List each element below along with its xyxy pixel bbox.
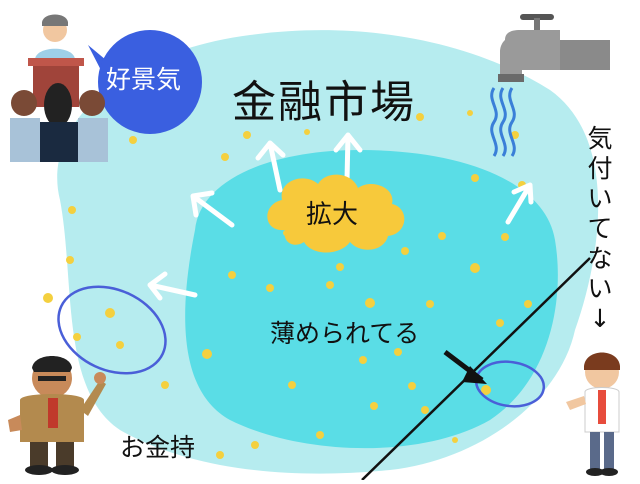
coin-dots: [43, 110, 532, 459]
cloud-label: 拡大: [306, 200, 359, 230]
vertical-note: 気 付 い て な い ↓: [585, 124, 615, 334]
water-stream-icon: [490, 87, 516, 157]
money-loop-left: [57, 285, 167, 375]
businessman-icon: [566, 352, 620, 476]
vertical-char: て: [587, 214, 613, 243]
audience-icon: [10, 83, 108, 162]
vertical-char: い: [587, 274, 613, 303]
vertical-char: い: [587, 184, 613, 213]
faucet-icon: [498, 14, 610, 82]
expansion-cloud: [267, 174, 405, 253]
speech-bubble: [88, 30, 202, 134]
speech-bubble-text: 好景気: [106, 65, 182, 94]
diluted-label: 薄められてる: [270, 319, 420, 348]
arrow-left-upper: [190, 190, 235, 228]
arrow-up-left: [255, 140, 286, 193]
expansion-arrows: [147, 132, 534, 301]
vertical-char: な: [587, 244, 613, 273]
annotation-arrow-head: [462, 366, 487, 384]
arrow-left-lower: [147, 271, 198, 301]
arrow-right-up: [505, 182, 534, 225]
vertical-char: 気: [587, 124, 613, 153]
rich-person-label: お金持: [120, 433, 196, 462]
market-title: 金融市場: [232, 77, 416, 128]
boundary-line: [361, 257, 591, 481]
vertical-char: 付: [587, 154, 613, 183]
arrow-up-right: [333, 132, 363, 183]
rich-man-icon: [8, 356, 106, 475]
vertical-arrow: ↓: [589, 304, 611, 333]
